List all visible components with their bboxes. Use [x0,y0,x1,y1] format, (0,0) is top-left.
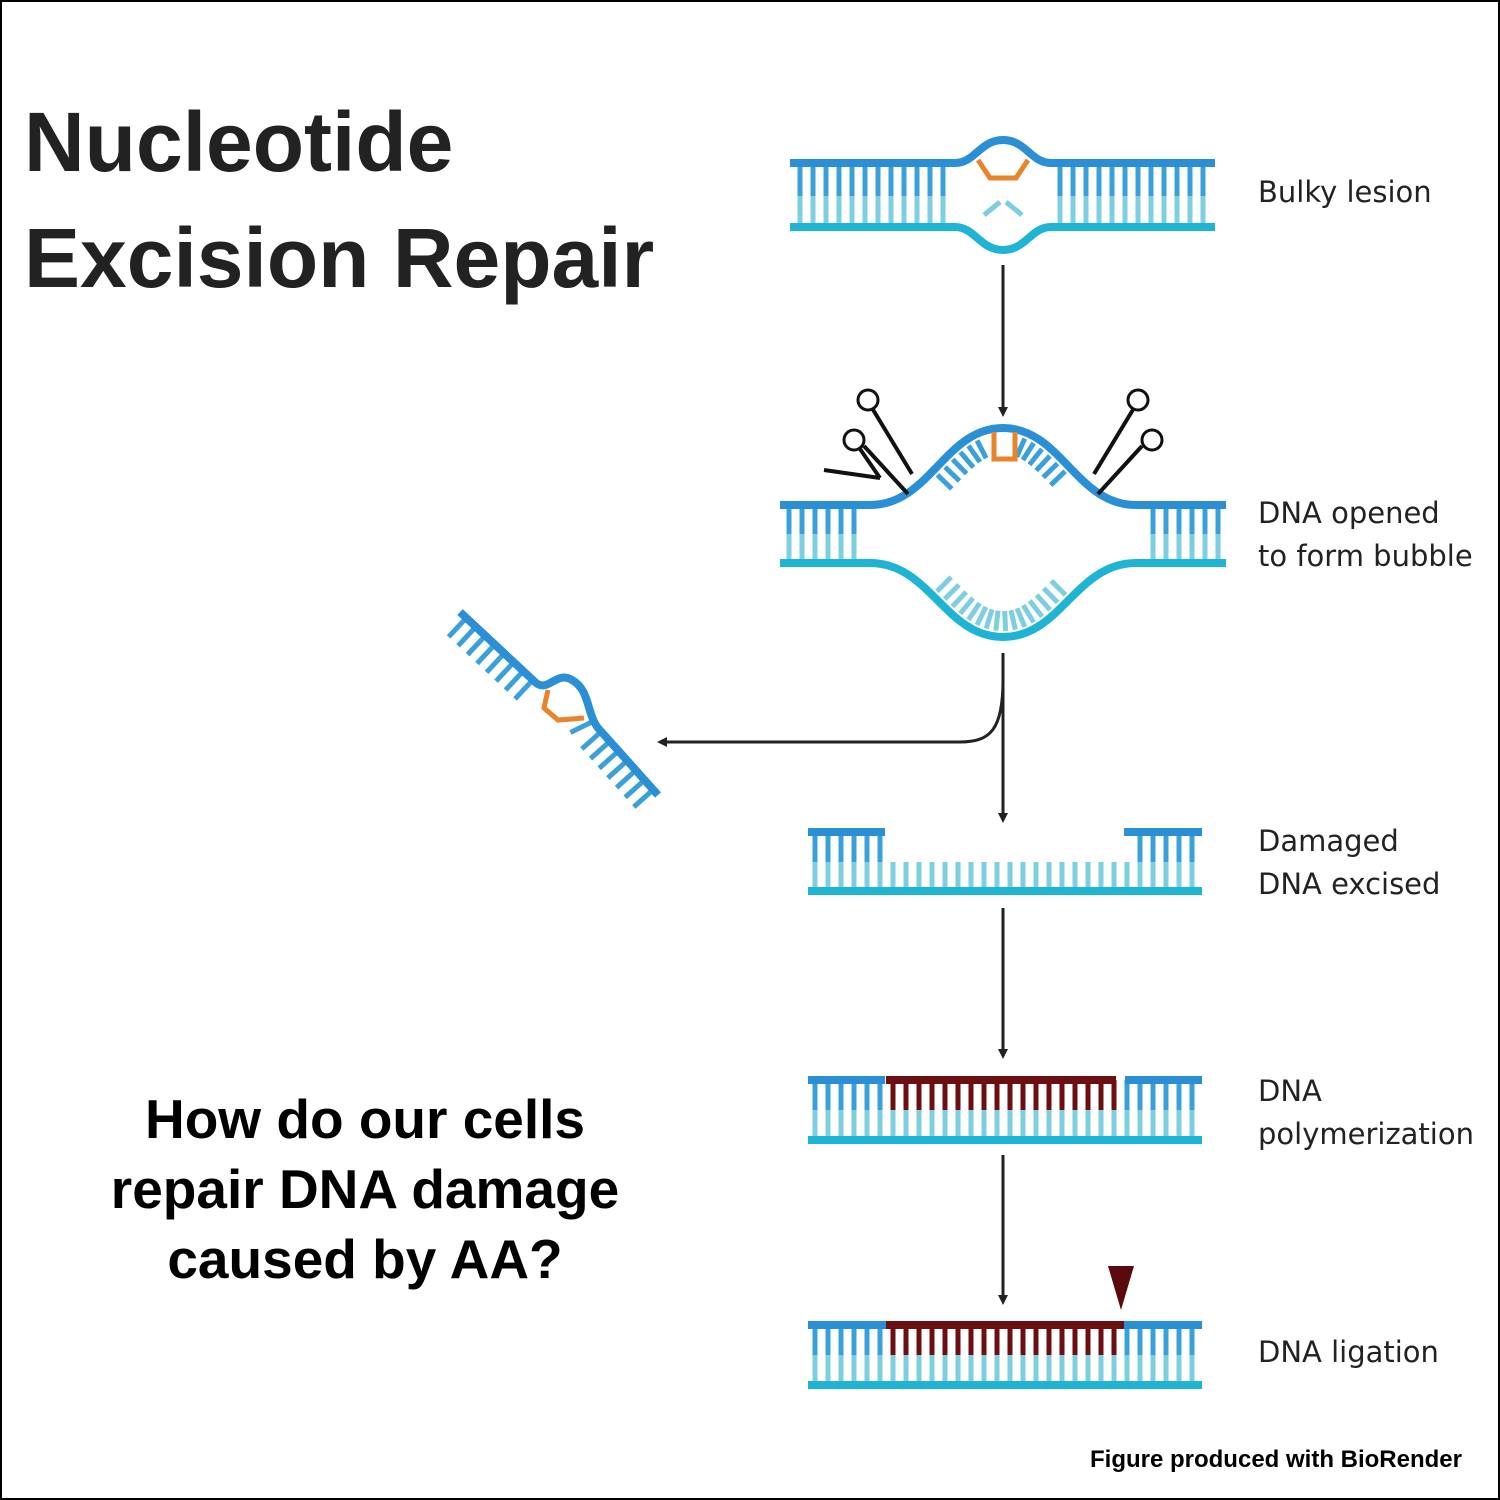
bottom-strand [780,559,1226,642]
lesion-icon [991,432,1018,462]
excised-fragment [446,609,661,809]
base-pair-rung [1014,437,1028,458]
base-pair-rung [580,729,603,751]
question-line-1: How do our cells [144,1088,586,1150]
base-pair-rung [606,758,629,780]
base-pair-rung [935,575,953,594]
base-pair-rung [465,633,488,657]
step-label-dna-excised: Damaged DNA excised [1258,820,1440,906]
base-pair-rung [1048,469,1067,487]
step-label-dna-opened: DNA opened to form bubble [1258,492,1473,578]
top-strand [790,135,1215,167]
question-text: How do our cells repair DNA damage cause… [60,1084,670,1294]
base-pair-rung [974,439,989,460]
base-pair-rung [446,616,469,639]
base-pair-rung [588,739,612,761]
base-pair-rung [484,651,507,675]
bottom-strand [790,223,1215,255]
base-pair-rung [513,678,535,701]
step-label-line: DNA [1258,1074,1322,1108]
base-pair-rung [632,787,655,809]
base-pair-rung [1008,609,1018,631]
base-pair-rung [943,583,961,601]
base-pair-rung [974,605,989,626]
process-arrows [657,265,1008,1305]
base-pair-rung [1027,599,1044,619]
step-label-line: DNA excised [1258,867,1441,901]
base-pair-rung [1027,447,1044,467]
step-label-polymerization: DNA polymerization [1258,1070,1474,1156]
scissors-icon [823,388,914,496]
top-strand [780,423,1226,509]
nick-marker-icon [1108,1266,1134,1310]
base-pair-rung [1034,454,1052,473]
step-label-line: Bulky lesion [1258,175,1432,209]
base-pair-rung [958,450,976,469]
fragment-strand [457,609,661,798]
base-pair-rung [1041,586,1060,605]
title-line-2: Excision Repair [24,211,655,305]
step-label-line: polymerization [1258,1117,1474,1151]
step-label-ligation: DNA ligation [1258,1331,1439,1374]
dna-ligation [808,1266,1202,1389]
base-pair-rung [494,660,516,683]
step-label-line: to form bubble [1258,539,1473,573]
dna-bubble [780,388,1226,642]
base-pair-rung [1049,578,1068,597]
dna-bulky-lesion [790,135,1215,255]
base-pair-rung [950,457,969,476]
base-pair-rung [958,596,975,616]
step-label-bulky-lesion: Bulky lesion [1258,171,1432,214]
lesion-icon [975,158,1031,181]
base-pair-rung [475,642,497,666]
base-pair-rung [966,601,982,622]
base-pair-rung [993,610,1001,631]
base-pair-rung [1041,461,1060,480]
arrow-icon [657,679,1005,747]
step-label-line: Damaged [1258,824,1399,858]
base-pair-rung [597,749,621,771]
step-label-line: DNA opened [1258,496,1440,530]
credit-text: Figure produced with BioRender [1089,1446,1462,1473]
page-title: Nucleotide Excision Repair [24,84,654,316]
base-pair-rung [1021,603,1036,624]
base-pair-rung [1002,610,1009,632]
base-pair-rung [1020,441,1036,462]
base-pair-rung [966,444,983,464]
question-line-3: caused by AA? [167,1228,563,1290]
question-line-2: repair DNA damage [110,1158,620,1220]
title-line-1: Nucleotide [24,95,454,189]
dna-polymerization [808,1076,1202,1144]
base-pair-rung [623,778,647,800]
step-label-line: DNA ligation [1258,1335,1439,1369]
base-pair-rung [950,590,968,609]
base-pair-rung [456,625,478,648]
base-pair-rung [569,718,595,735]
lesion-icon [541,689,585,723]
base-pair-rung [1014,607,1028,628]
base-pair-rung [503,669,526,692]
base-pair-rung [943,465,962,483]
base-pair-rung [614,768,638,790]
dna-excised [808,828,1202,895]
base-pair-rung [983,608,995,630]
base-pair-rung [1034,593,1052,612]
base-pair-rung [935,473,954,491]
scissors-icon [1092,388,1164,496]
broken-rung [982,200,1024,217]
